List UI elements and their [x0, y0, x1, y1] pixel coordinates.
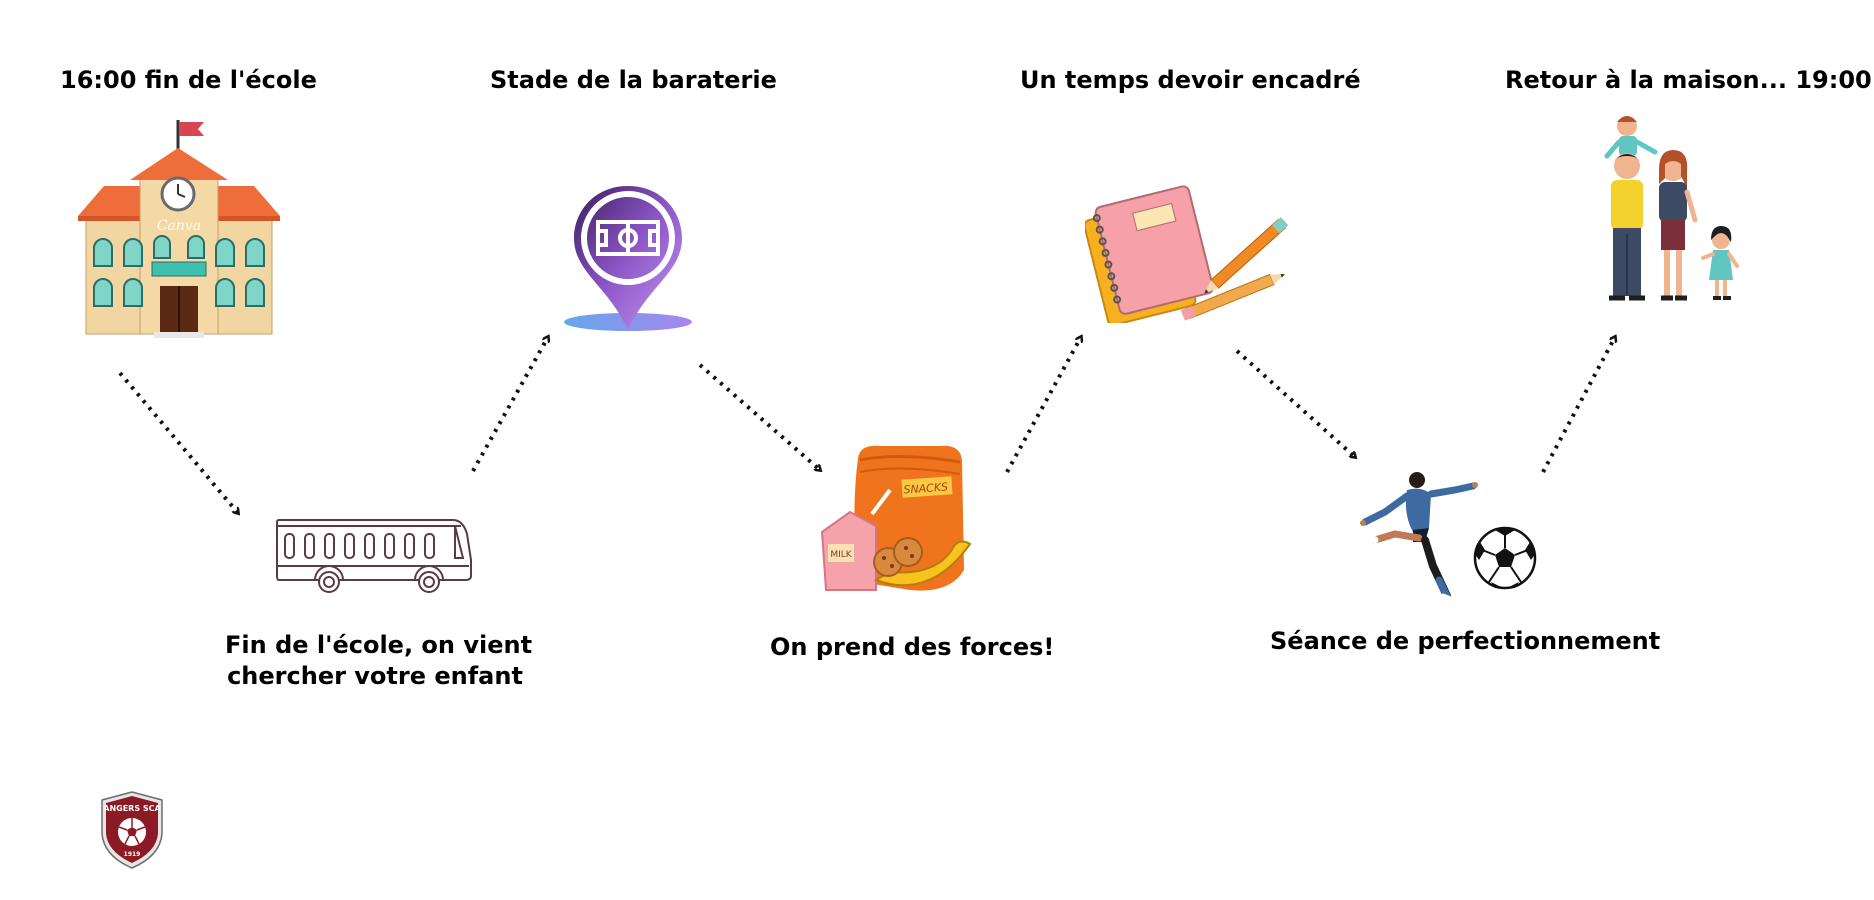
school-watermark: Canva	[157, 218, 201, 234]
step-2-label-line1: Fin de l'école, on vient	[225, 631, 533, 659]
step-7-label: Retour à la maison... 19:00	[1505, 66, 1872, 94]
step-2-label: Fin de l'école, on vient chercher votre …	[225, 630, 533, 692]
arrow-1	[118, 371, 238, 513]
snack-bag-icon: SNACKS MILK	[820, 440, 980, 600]
logo-name: ANGERS SCA	[103, 804, 161, 813]
bus-icon	[275, 514, 477, 596]
arrow-4	[1005, 337, 1081, 473]
stadium-location-pin-icon	[562, 182, 694, 336]
snacks-label: SNACKS	[903, 480, 948, 496]
step-1-label: 16:00 fin de l'école	[60, 66, 317, 94]
family-icon	[1595, 112, 1745, 304]
school-building-icon: Canva	[78, 118, 280, 338]
logo-year: 1919	[124, 851, 141, 858]
step-3-label: Stade de la baraterie	[490, 66, 777, 94]
notebooks-pencils-icon	[1085, 183, 1300, 323]
angers-sca-logo: ANGERS SCA 1919	[98, 790, 166, 870]
step-4-label: On prend des forces!	[770, 633, 1055, 661]
step-6-label: Séance de perfectionnement	[1270, 627, 1661, 655]
arrow-3	[698, 363, 820, 470]
arrow-5	[1235, 349, 1355, 457]
step-2-label-line2: chercher votre enfant	[227, 662, 523, 690]
step-5-label: Un temps devoir encadré	[1020, 66, 1361, 94]
arrow-6	[1541, 337, 1615, 473]
arrow-2	[471, 337, 548, 472]
football-player-icon	[1355, 470, 1545, 606]
milk-label: MILK	[830, 550, 852, 560]
